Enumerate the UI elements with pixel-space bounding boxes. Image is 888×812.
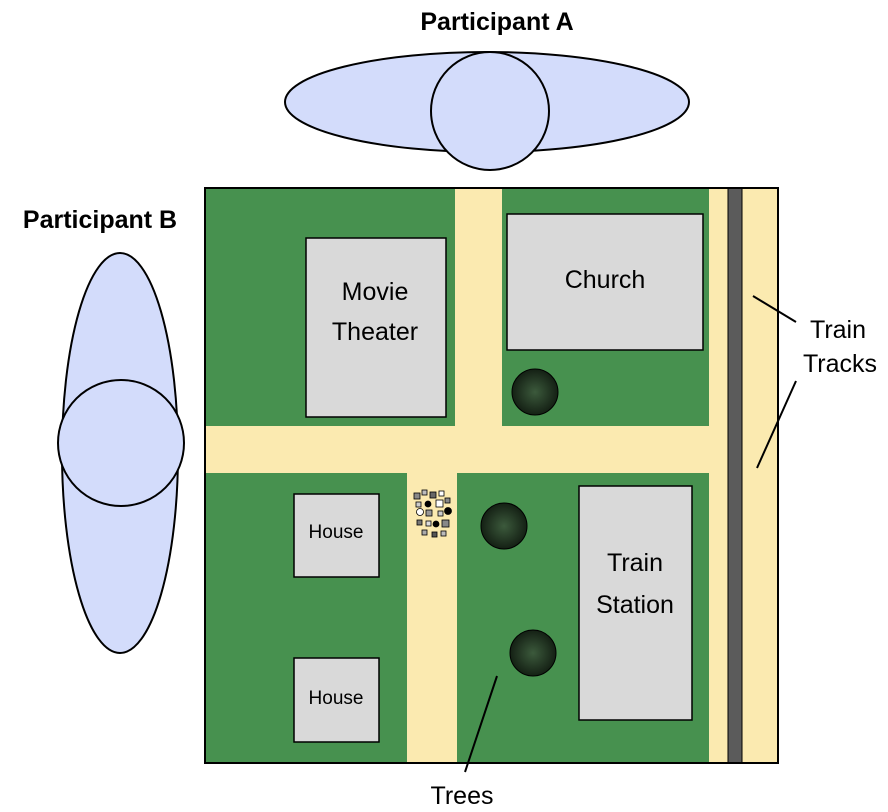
- participant-a-label: Participant A: [420, 8, 573, 36]
- house-building-2: House: [293, 657, 380, 743]
- tree-icon: [509, 629, 557, 677]
- participant-a-figure: [284, 51, 690, 171]
- train-tracks-label-line1: Train: [810, 316, 866, 344]
- movie-theater-building: Movie Theater: [305, 237, 447, 418]
- participant-b-label: Participant B: [23, 206, 177, 234]
- house-1-label: House: [309, 522, 364, 543]
- train-station-label-line2: Station: [596, 591, 674, 619]
- object-cluster-icon: [413, 489, 452, 538]
- participant-a-head: [430, 51, 550, 171]
- church-label: Church: [565, 266, 646, 294]
- map-border: [204, 187, 779, 764]
- train-tracks-label-line2: Tracks: [803, 350, 877, 378]
- train-station-building: Train Station: [578, 485, 693, 721]
- train-tracks-leader-line: [752, 295, 797, 323]
- trees-label: Trees: [431, 782, 494, 810]
- movie-theater-label-line2: Theater: [332, 318, 418, 346]
- participant-b-head: [57, 379, 185, 507]
- church-building: Church: [506, 213, 704, 351]
- participant-b-figure: [57, 252, 185, 654]
- trees-leader-line: [464, 675, 498, 773]
- town-map: Movie Theater Church House House Train S…: [204, 187, 779, 764]
- train-tracks: [727, 187, 743, 764]
- train-tracks-leader-line: [756, 380, 797, 469]
- movie-theater-label-line1: Movie: [342, 278, 409, 306]
- house-2-label: House: [309, 688, 364, 709]
- train-station-label-line1: Train: [607, 549, 663, 577]
- house-building-1: House: [293, 493, 380, 578]
- tree-icon: [480, 502, 528, 550]
- tree-icon: [511, 368, 559, 416]
